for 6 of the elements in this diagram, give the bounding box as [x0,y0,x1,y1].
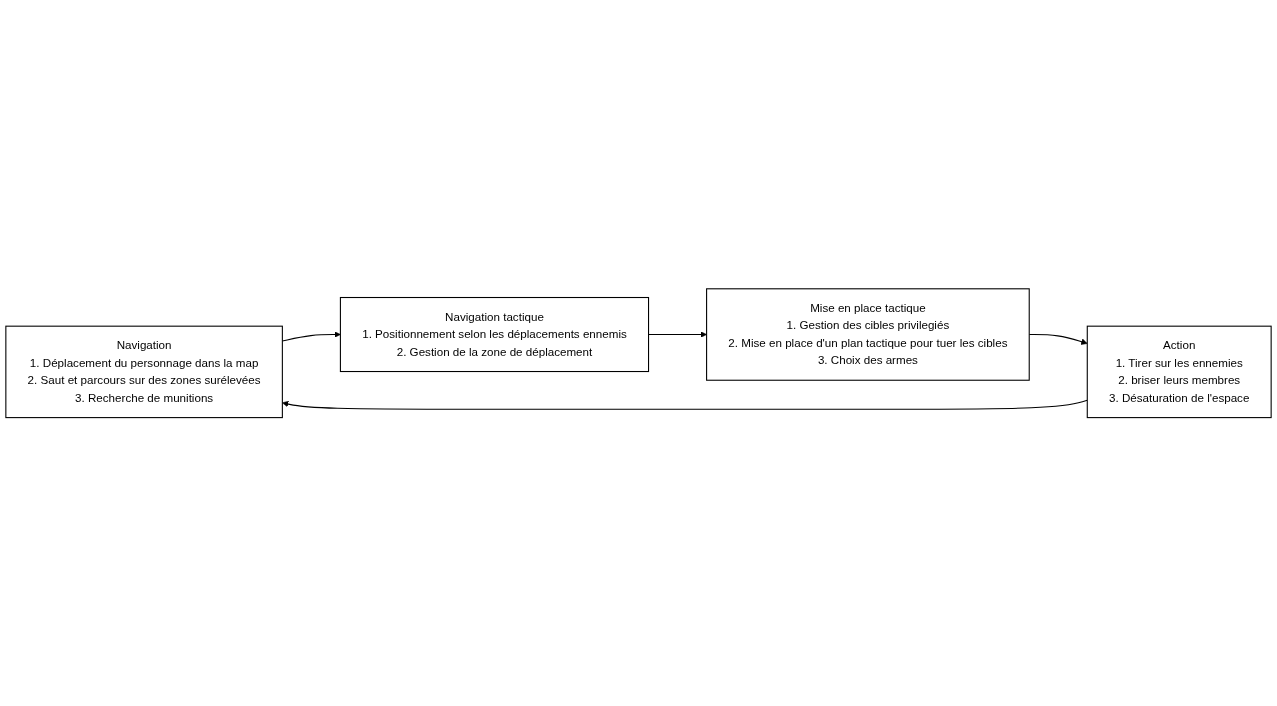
node-box [5,325,283,418]
arrow [282,399,1088,410]
node-box [1086,325,1272,418]
node-box [339,296,650,372]
arrow [648,331,707,338]
node-box [706,288,1030,381]
